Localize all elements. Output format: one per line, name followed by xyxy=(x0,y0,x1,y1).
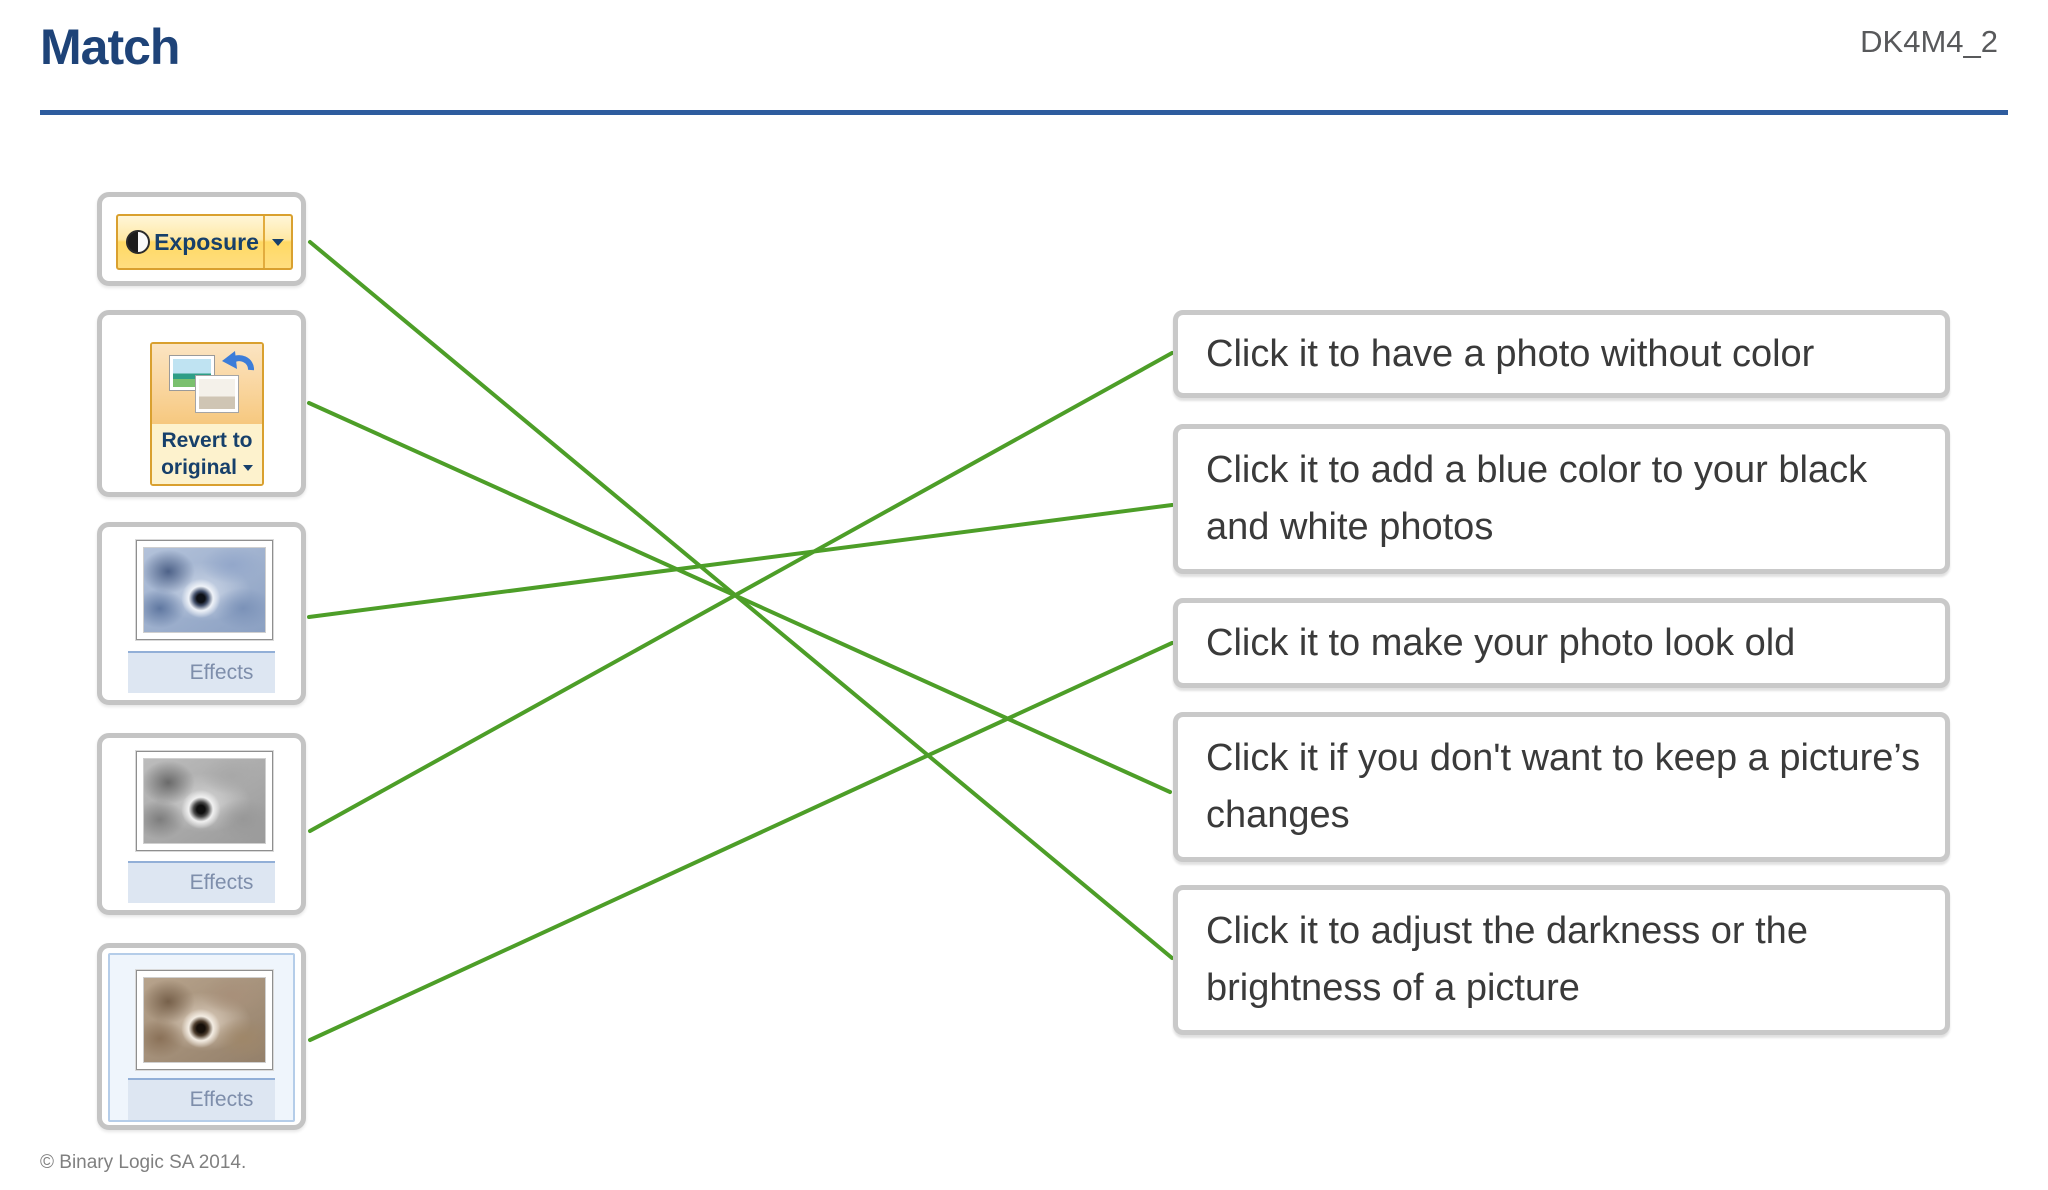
match-source-revert-to-original[interactable]: Revert to original xyxy=(97,310,306,497)
effects-gallery-bar[interactable]: Effects xyxy=(128,861,275,903)
undo-arrow-icon xyxy=(222,351,254,371)
effects-gallery-bar[interactable]: Effects xyxy=(128,1078,275,1120)
blue-tinted-flower-photo xyxy=(143,547,266,633)
effects-label: Effects xyxy=(189,871,254,894)
effects-label: Effects xyxy=(189,1088,254,1111)
match-source-blue-effect[interactable]: Effects xyxy=(97,522,306,705)
revert-photos-undo-icon xyxy=(152,344,262,424)
match-target-text: Click it to add a blue color to your bla… xyxy=(1206,449,1868,548)
exposure-button[interactable]: Exposure xyxy=(116,214,293,270)
match-target-text: Click it to make your photo look old xyxy=(1206,621,1796,664)
contrast-half-circle-icon xyxy=(126,230,150,254)
revert-label-line1: Revert to xyxy=(161,429,253,452)
dropdown-arrow-icon xyxy=(272,238,284,246)
match-target-look-old[interactable]: Click it to make your photo look old xyxy=(1173,598,1950,688)
connector-revert-r4 xyxy=(307,401,1172,794)
revert-button-label: Revert to original xyxy=(152,424,262,484)
match-target-darkness-brightness[interactable]: Click it to adjust the darkness or the b… xyxy=(1173,885,1950,1035)
match-target-text: Click it to have a photo without color xyxy=(1206,332,1815,375)
connector-effect-bw-r1 xyxy=(308,351,1174,833)
revert-to-original-button[interactable]: Revert to original xyxy=(150,342,264,486)
photo-frame[interactable] xyxy=(135,539,274,641)
button-separator xyxy=(263,216,265,268)
match-target-keep-changes[interactable]: Click it if you don't want to keep a pic… xyxy=(1173,712,1950,862)
match-target-text: Click it if you don't want to keep a pic… xyxy=(1206,737,1921,836)
match-source-bw-effect[interactable]: Effects xyxy=(97,733,306,915)
match-target-without-color[interactable]: Click it to have a photo without color xyxy=(1173,310,1950,398)
match-target-text: Click it to adjust the darkness or the b… xyxy=(1206,910,1808,1009)
dropdown-arrow-icon xyxy=(242,464,253,471)
exposure-button-label: Exposure xyxy=(154,228,259,255)
revert-label-line2: original xyxy=(161,456,237,479)
match-source-sepia-effect[interactable]: Effects xyxy=(97,943,306,1130)
page-title: Match xyxy=(40,19,180,75)
connector-exposure-r5 xyxy=(308,240,1174,960)
photo-thumbnail-faded-icon xyxy=(196,376,238,412)
connector-effect-blue-r2 xyxy=(307,503,1174,619)
worksheet-code: DK4M4_2 xyxy=(1860,24,1998,59)
photo-thumbnail-icon xyxy=(170,356,214,390)
copyright-text: © Binary Logic SA 2014. xyxy=(40,1152,247,1173)
effects-label: Effects xyxy=(189,661,254,684)
match-target-blue-color[interactable]: Click it to add a blue color to your bla… xyxy=(1173,424,1950,574)
connector-effect-sepia-r3 xyxy=(308,641,1174,1042)
photo-frame[interactable] xyxy=(135,969,274,1071)
sepia-flower-photo xyxy=(143,977,266,1063)
header-rule xyxy=(40,110,2008,115)
black-and-white-flower-photo xyxy=(143,758,266,844)
photo-frame[interactable] xyxy=(135,750,274,852)
match-source-exposure[interactable]: Exposure xyxy=(97,192,306,286)
effects-gallery-bar[interactable]: Effects xyxy=(128,651,275,693)
exposure-dropdown[interactable] xyxy=(265,238,291,246)
